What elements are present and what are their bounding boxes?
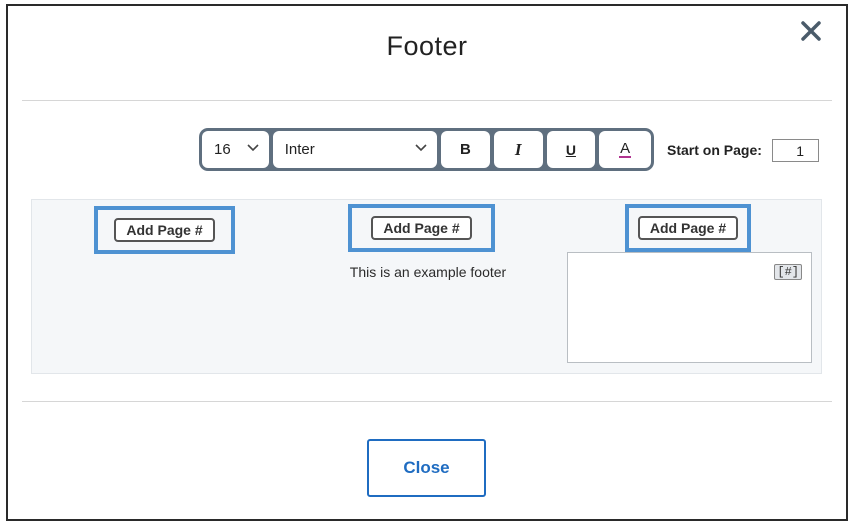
page-number-token: [#] (774, 264, 802, 280)
close-button[interactable]: Close (367, 439, 486, 497)
start-on-page-input[interactable] (772, 139, 819, 162)
italic-icon: I (514, 139, 522, 159)
highlight-center: Add Page # (348, 204, 495, 252)
font-family-value: Inter (284, 141, 315, 158)
highlight-right: Add Page # (625, 204, 751, 252)
right-footer-textarea[interactable]: [#] (567, 252, 812, 363)
add-page-number-center-button[interactable]: Add Page # (371, 216, 472, 240)
font-size-select[interactable]: 16 (202, 131, 269, 168)
chevron-down-icon (415, 144, 427, 152)
footer-dialog: Footer 16 Inter B I U A (6, 4, 848, 521)
top-divider (22, 100, 832, 101)
start-on-page-label: Start on Page: (667, 142, 762, 158)
center-footer-text[interactable]: This is an example footer (349, 264, 507, 280)
chevron-down-icon (247, 144, 259, 152)
font-family-select[interactable]: Inter (272, 131, 437, 168)
add-page-number-left-button[interactable]: Add Page # (114, 218, 215, 242)
underline-button[interactable]: U (546, 131, 596, 168)
italic-button[interactable]: I (493, 131, 543, 168)
font-size-value: 16 (214, 141, 231, 158)
format-toolbar: 16 Inter B I U A (199, 128, 654, 171)
highlight-left: Add Page # (94, 206, 235, 254)
underline-icon: U (565, 141, 576, 158)
bottom-divider (22, 401, 832, 402)
text-color-button[interactable]: A (599, 131, 652, 168)
close-x-icon[interactable] (796, 16, 826, 46)
bold-icon: B (459, 141, 471, 158)
bold-button[interactable]: B (440, 131, 490, 168)
add-page-number-right-button[interactable]: Add Page # (637, 216, 739, 240)
text-color-icon: A (619, 140, 632, 158)
dialog-title: Footer (386, 31, 468, 61)
